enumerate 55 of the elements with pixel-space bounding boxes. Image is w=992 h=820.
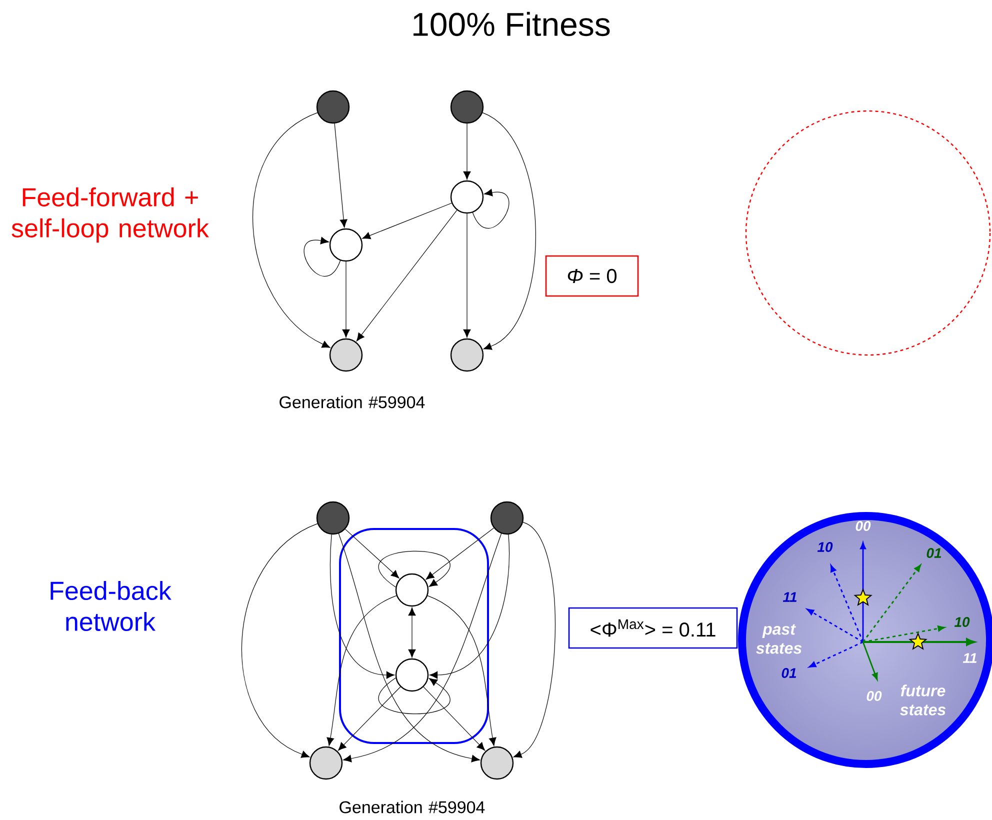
neuron-circle bbox=[490, 501, 524, 535]
arrow bbox=[304, 236, 341, 277]
arrow bbox=[427, 595, 496, 746]
axis-caption: future states bbox=[900, 684, 946, 716]
arrow bbox=[378, 550, 450, 588]
state-label: 11 bbox=[782, 592, 797, 602]
arrow bbox=[330, 534, 395, 679]
neuron-circle bbox=[316, 501, 350, 535]
arrow bbox=[423, 686, 486, 751]
arrow bbox=[242, 523, 318, 758]
arrow bbox=[344, 528, 400, 578]
generation-label: Generation #59904 bbox=[280, 396, 425, 408]
value-box: Φ = 0 bbox=[545, 255, 639, 297]
arrow bbox=[429, 534, 510, 679]
state-label: 01 bbox=[926, 548, 942, 558]
arrow bbox=[252, 112, 330, 348]
arrow bbox=[408, 607, 416, 658]
state-label: 10 bbox=[817, 542, 833, 552]
arrow bbox=[356, 210, 458, 342]
value-box: <Φ$^{Max}$> = 0.11 bbox=[568, 607, 738, 649]
arrow bbox=[338, 533, 480, 762]
state-label: 01 bbox=[782, 668, 796, 678]
neuron-circle bbox=[480, 746, 514, 780]
neuron-circle bbox=[395, 658, 429, 692]
neuron-circle bbox=[329, 338, 363, 372]
neuron-circle bbox=[329, 228, 363, 262]
arrow bbox=[463, 123, 471, 180]
title: 100% Fitness bbox=[414, 12, 610, 36]
state-label: 11 bbox=[962, 653, 977, 663]
arrow bbox=[482, 112, 536, 350]
neuron-circle bbox=[450, 338, 484, 372]
neuron-circle bbox=[395, 573, 429, 607]
axis-caption: past states bbox=[756, 624, 802, 654]
state-label: 10 bbox=[954, 617, 970, 627]
arrow bbox=[338, 686, 401, 751]
neuron-circle bbox=[316, 90, 350, 124]
neuron-circle bbox=[309, 746, 343, 780]
arrow bbox=[342, 261, 350, 338]
arrow bbox=[378, 678, 450, 714]
arrow bbox=[343, 533, 502, 762]
side-label: Feed-back network bbox=[50, 580, 172, 632]
arrow bbox=[362, 202, 452, 240]
arrow bbox=[334, 123, 348, 228]
arrow bbox=[426, 528, 494, 580]
complex-outline bbox=[339, 528, 489, 744]
arrow bbox=[326, 595, 397, 746]
side-label: Feed-forward + self-loop network bbox=[12, 187, 209, 243]
neuron-circle bbox=[450, 90, 484, 124]
arrow bbox=[463, 213, 471, 338]
neuron-circle bbox=[450, 180, 484, 214]
arrow bbox=[513, 522, 556, 758]
state-label: 00 bbox=[866, 691, 882, 701]
state-label: 00 bbox=[856, 521, 871, 531]
arrow bbox=[472, 188, 510, 229]
generation-label: Generation #59904 bbox=[340, 800, 485, 814]
